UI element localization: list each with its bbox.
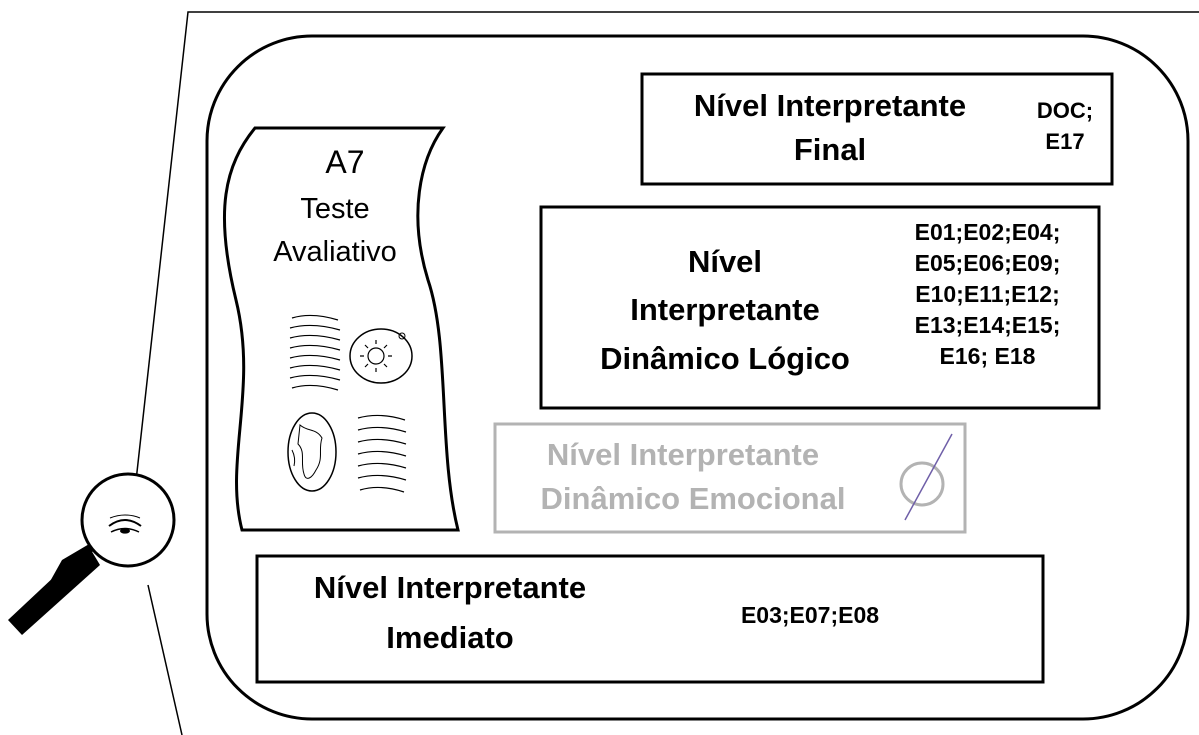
level-logico-code: E01;E02;E04; <box>914 219 1061 245</box>
magnifying-glass-icon <box>8 472 176 635</box>
level-logico-title-line1: Nível <box>687 244 763 279</box>
level-final-codes-line1: DOC; <box>1036 98 1094 123</box>
level-emocional-title-line2: Dinâmico Emocional <box>540 481 846 516</box>
level-imediato-title-line1: Nível Interpretante <box>313 570 587 605</box>
level-emocional-title-line1: Nível Interpretante <box>546 437 820 472</box>
level-emocional-box <box>493 422 967 534</box>
empty-set-icon <box>899 433 953 521</box>
level-logico-title-line2: Interpretante <box>630 292 820 327</box>
level-logico-code: E10;E11;E12; <box>915 281 1060 307</box>
level-imediato-codes: E03;E07;E08 <box>740 602 880 628</box>
document-title-line2: Avaliativo <box>273 236 397 268</box>
level-final-title-line2: Final <box>793 132 867 167</box>
level-imediato-title-line2: Imediato <box>386 620 514 655</box>
globe-icon <box>287 412 337 492</box>
document-code: A7 <box>325 144 365 180</box>
interpretant-container <box>205 34 1190 721</box>
level-logico-code: E05;E06;E09; <box>914 250 1061 276</box>
level-logico-title-line3: Dinâmico Lógico <box>600 341 850 376</box>
document-text-lines <box>289 314 407 493</box>
level-imediato-box <box>255 554 1045 684</box>
document-scroll <box>222 126 460 532</box>
level-logico-code: E13;E14;E15; <box>914 312 1061 338</box>
document-title-line1: Teste <box>300 193 370 225</box>
level-final-box <box>640 72 1114 186</box>
sun-icon <box>349 328 413 384</box>
level-logico-code: E16; E18 <box>939 343 1036 369</box>
level-final-title-line1: Nível Interpretante <box>693 88 967 123</box>
level-final-codes-line2: E17 <box>1045 129 1085 154</box>
eye-icon <box>108 514 142 534</box>
level-logico-box <box>539 205 1101 410</box>
frame-border <box>134 11 1199 735</box>
